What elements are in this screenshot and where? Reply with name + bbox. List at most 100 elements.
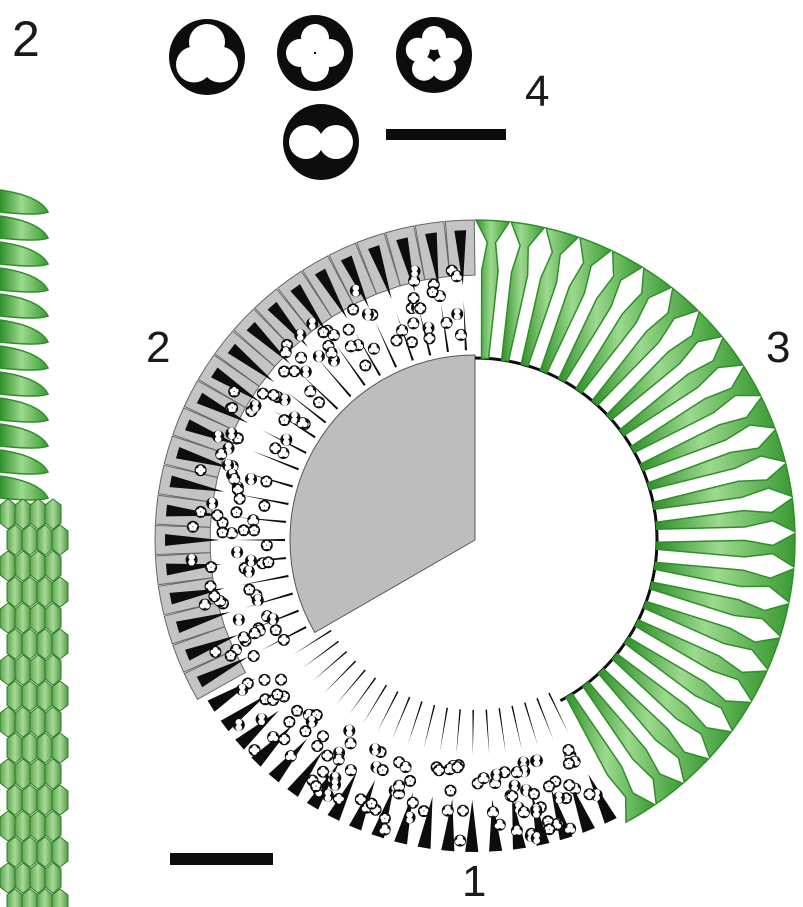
granule-icon: [343, 324, 355, 336]
granule-icon: [260, 476, 272, 488]
left-tissue-strip: [0, 190, 68, 907]
granule-icon: [262, 556, 274, 568]
hex-cell: [15, 707, 31, 737]
ring-diagram: [155, 220, 795, 852]
hex-cell: [30, 551, 46, 581]
granule-icon: [195, 506, 207, 518]
granule-icon: [206, 497, 218, 509]
granule-icon: [268, 389, 280, 401]
granule-icon: [528, 788, 540, 800]
hex-cell: [52, 733, 68, 763]
granule-icon: [300, 366, 312, 378]
granule-icon: [564, 823, 576, 835]
granule-icon: [414, 302, 426, 314]
panel-label: 2: [12, 14, 40, 64]
granule-icon: [455, 329, 467, 341]
granule-icon: [329, 779, 341, 791]
granule-icon: [407, 317, 419, 329]
black-cell-stalk: [498, 708, 505, 753]
granule-icon: [249, 744, 261, 756]
granule-icon: [231, 546, 243, 558]
hex-cell: [22, 733, 38, 763]
granule-icon: [228, 386, 240, 398]
hex-cell: [30, 603, 46, 633]
granule-icon: [267, 613, 279, 625]
hex-cell: [30, 811, 46, 841]
hex-cell: [7, 577, 23, 607]
granule-icon: [423, 322, 435, 334]
label-inset: 4: [525, 70, 549, 114]
granule-icon: [233, 614, 245, 626]
strip-cell: [0, 346, 48, 370]
hex-cell: [15, 499, 31, 529]
granule-icon: [553, 792, 565, 804]
granule-icon: [285, 750, 297, 762]
granule-icon: [212, 431, 224, 443]
granule-icon: [445, 785, 457, 797]
label-black-sector: 1: [462, 860, 486, 904]
granule-icon: [278, 733, 290, 745]
granule-icon: [209, 646, 221, 658]
hex-cell: [52, 681, 68, 711]
hex-cell: [0, 655, 16, 685]
granule-icon: [313, 396, 325, 408]
granule-icon: [452, 761, 464, 773]
granule-icon: [271, 689, 283, 701]
hex-cell: [22, 785, 38, 815]
hex-cell: [52, 629, 68, 659]
granule-icon: [269, 442, 281, 454]
pore-type-icon: [283, 104, 359, 180]
strip-cell: [0, 242, 48, 266]
granule-icon: [345, 340, 357, 352]
granule-icon: [275, 674, 287, 686]
hex-cell: [0, 499, 16, 529]
granule-icon: [433, 764, 445, 776]
pore-type-icon: [396, 17, 472, 93]
granule-icon: [234, 493, 246, 505]
granule-icon: [310, 780, 322, 792]
black-cell-stalk: [424, 705, 435, 749]
hex-cell: [45, 551, 61, 581]
hex-cell: [0, 811, 16, 841]
strip-cell: [0, 372, 48, 396]
granule-icon: [247, 514, 259, 526]
granule-icon: [187, 521, 199, 533]
hex-cell: [45, 499, 61, 529]
hex-cell: [15, 655, 31, 685]
granule-icon: [333, 754, 345, 766]
granule-icon: [317, 766, 329, 778]
granule-icon: [243, 566, 255, 578]
hex-cell: [37, 733, 53, 763]
granule-icon: [408, 292, 420, 304]
granule-icon: [236, 684, 248, 696]
granule-icon: [343, 725, 355, 737]
granule-icon: [409, 265, 421, 277]
granule-icon: [345, 737, 357, 749]
granule-icon: [205, 561, 217, 573]
granule-icon: [306, 716, 318, 728]
granule-icon: [531, 832, 543, 844]
granule-icon: [406, 336, 418, 348]
granule-icon: [563, 744, 575, 756]
black-cell-stalk: [313, 651, 347, 681]
granule-icon: [261, 539, 273, 551]
granule-icon: [231, 506, 243, 518]
granule-icon: [280, 346, 292, 358]
granule-icon: [563, 758, 575, 770]
black-cell-stalk: [456, 709, 461, 754]
hex-cell: [52, 577, 68, 607]
hex-cell: [30, 707, 46, 737]
granule-icon: [350, 285, 362, 297]
hex-cell: [0, 759, 16, 789]
black-cell-stalk: [536, 698, 553, 740]
black-cell-stalk: [485, 710, 489, 755]
granule-icon: [279, 394, 291, 406]
granule-icon: [249, 627, 261, 639]
granule-icon: [355, 793, 367, 805]
green-cell: [657, 533, 795, 567]
granule-icon: [317, 730, 329, 742]
cell-stalk: [235, 539, 285, 541]
granule-icon: [407, 797, 419, 809]
granule-icon: [211, 509, 223, 521]
cell-stalk: [464, 300, 467, 350]
